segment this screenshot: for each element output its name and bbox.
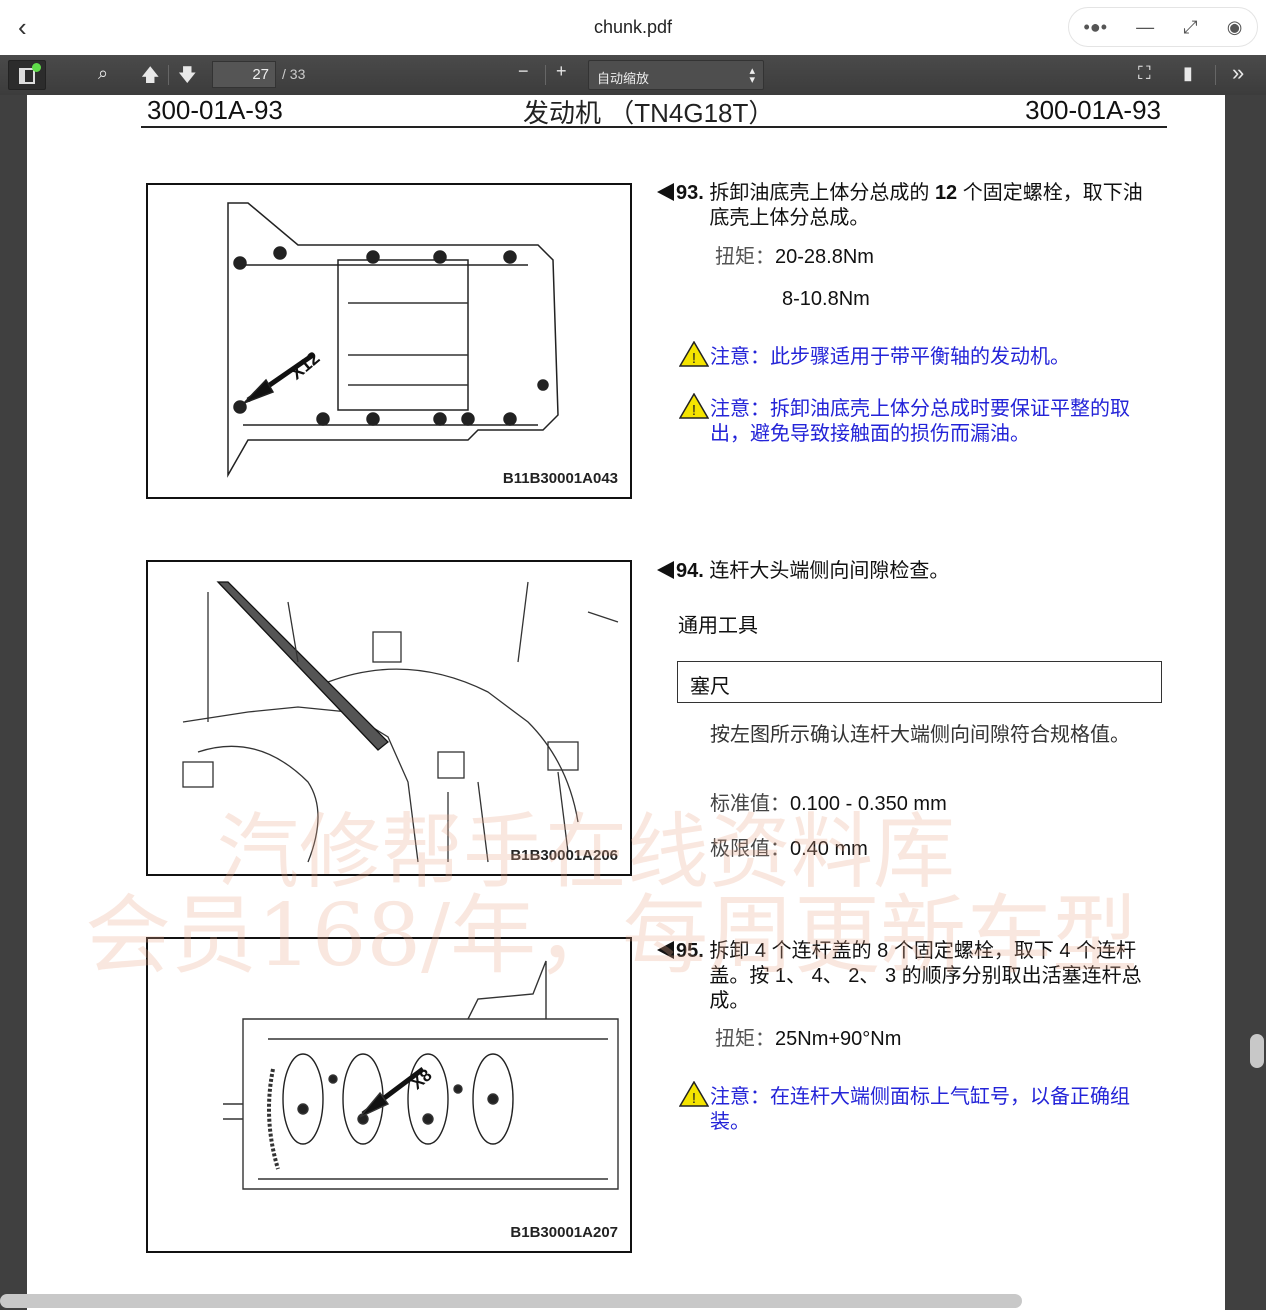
note: ! 注意：拆卸油底壳上体分总成时要保证平整的取出，避免导致接触面的损伤而漏油。 bbox=[679, 393, 1159, 447]
step-text: 连杆大头端侧向间隙检查。 bbox=[709, 560, 950, 582]
more-icon[interactable]: •●• bbox=[1083, 16, 1108, 37]
torque-label: 扭矩： bbox=[715, 1028, 775, 1050]
bookmark-icon[interactable]: ▮ bbox=[1183, 63, 1193, 83]
step-93: 93. 拆卸油底壳上体分总成的 12 个固定螺栓，取下油底壳上体分总成。 bbox=[657, 181, 1167, 231]
figure-feeler-gauge: B1B30001A206 bbox=[146, 560, 632, 876]
page-number-input[interactable]: 27 bbox=[212, 61, 276, 88]
figure-oil-pan: X12 B11B30001A043 bbox=[146, 183, 632, 499]
step-text: 拆卸 4 个连杆盖的 8 个固定螺栓，取下 4 个连杆盖。按 1、 4、 2、 … bbox=[709, 940, 1142, 1012]
title-bar: ‹ chunk.pdf •●• — ⤢ ◉ bbox=[0, 0, 1266, 55]
window-title: chunk.pdf bbox=[593, 17, 673, 37]
step-number: 93. bbox=[676, 182, 704, 204]
connecting-rod-drawing bbox=[182, 581, 619, 863]
step-text: 个固定螺栓，取下油底壳上体分总成。 bbox=[709, 182, 1143, 229]
note-text: 此步骤适用于带平衡轴的发动机。 bbox=[770, 346, 1070, 368]
note: ! 注意：此步骤适用于带平衡轴的发动机。 bbox=[679, 341, 1179, 370]
previous-page-icon[interactable]: 🡅 bbox=[141, 65, 160, 85]
step-text: 拆卸油底壳上体分总成的 bbox=[709, 182, 930, 204]
next-page-icon[interactable]: 🡇 bbox=[178, 65, 197, 85]
note-text: 拆卸油底壳上体分总成时要保证平整的取出，避免导致接触面的损伤而漏油。 bbox=[710, 398, 1130, 445]
zoom-select[interactable]: 自动缩放 ▴▾ bbox=[588, 60, 764, 90]
sidebar-icon bbox=[19, 68, 35, 84]
zoom-select-value: 自动缩放 bbox=[597, 71, 650, 86]
notification-dot bbox=[32, 63, 41, 72]
limit-label: 极限值： bbox=[710, 838, 790, 860]
step-95: 95. 拆卸 4 个连杆盖的 8 个固定螺栓，取下 4 个连杆盖。按 1、 4、… bbox=[657, 939, 1167, 1014]
search-icon[interactable]: ⌕ bbox=[98, 63, 109, 83]
step-number: 95. bbox=[676, 940, 704, 962]
pdf-page: 300-01A-93 发动机 （TN4G18T） 300-01A-93 X12 … bbox=[27, 95, 1225, 1310]
bolt-count: 12 bbox=[934, 182, 958, 204]
header-left: 300-01A-93 bbox=[147, 95, 283, 125]
standard-value: 0.100 - 0.350 mm bbox=[790, 793, 947, 815]
torque-label: 扭矩： bbox=[715, 246, 775, 268]
document-viewer: 300-01A-93 发动机 （TN4G18T） 300-01A-93 X12 … bbox=[0, 95, 1266, 1310]
standard-value-row: 标准值：0.100 - 0.350 mm bbox=[710, 792, 947, 817]
torque-value-2: 8-10.8Nm bbox=[782, 288, 870, 310]
tool-box: 塞尺 bbox=[677, 661, 1162, 703]
pdf-toolbar: ⌕ 🡅 🡇 27 / 33 − + 自动缩放 ▴▾ ⛶ ▮ » bbox=[0, 55, 1266, 95]
back-button[interactable]: ‹ bbox=[18, 12, 27, 42]
torque-value: 20-28.8Nm bbox=[775, 246, 874, 268]
more-tools-icon[interactable]: » bbox=[1232, 60, 1245, 85]
sidebar-toggle-button[interactable] bbox=[8, 60, 46, 90]
minimize-icon[interactable]: — bbox=[1136, 16, 1155, 37]
zoom-in-button[interactable]: + bbox=[556, 61, 567, 81]
window-controls: •●• — ⤢ ◉ bbox=[1068, 7, 1258, 47]
figure-id: B1B30001A207 bbox=[510, 1224, 618, 1241]
divider bbox=[1215, 65, 1216, 85]
tools-heading: 通用工具 bbox=[678, 615, 758, 637]
figure-crankshaft: X8 B1B30001A207 bbox=[146, 937, 632, 1253]
warning-icon: ! bbox=[679, 1081, 709, 1107]
figure-id: B1B30001A206 bbox=[510, 847, 618, 864]
note-label: 注意： bbox=[710, 346, 770, 368]
header-right: 300-01A-93 bbox=[1025, 95, 1161, 125]
figure-label: X12 bbox=[286, 348, 323, 384]
step-arrow-icon bbox=[657, 561, 674, 579]
step-arrow-icon bbox=[657, 941, 674, 959]
note-text: 在连杆大端侧面标上气缸号，以备正确组装。 bbox=[710, 1086, 1130, 1133]
svg-text:!: ! bbox=[692, 350, 696, 367]
divider bbox=[168, 65, 169, 85]
step-description: 按左图所示确认连杆大端侧向间隙符合规格值。 bbox=[710, 724, 1130, 746]
step-arrow-icon bbox=[657, 183, 674, 201]
torque-row: 扭矩：25Nm+90°Nm bbox=[715, 1027, 901, 1052]
warning-icon: ! bbox=[679, 341, 709, 367]
figure-id: B11B30001A043 bbox=[502, 470, 618, 487]
zoom-out-button[interactable]: − bbox=[518, 61, 529, 81]
note: ! 注意：在连杆大端侧面标上气缸号，以备正确组装。 bbox=[679, 1081, 1159, 1135]
header-center: 发动机 （TN4G18T） bbox=[523, 98, 775, 128]
divider bbox=[545, 65, 546, 85]
vertical-scrollbar[interactable] bbox=[1250, 1034, 1264, 1068]
oil-pan-drawing: X12 bbox=[227, 202, 559, 478]
standard-label: 标准值： bbox=[710, 793, 790, 815]
restore-icon[interactable]: ⤢ bbox=[1183, 16, 1198, 37]
limit-value-row: 极限值：0.40 mm bbox=[710, 837, 868, 862]
svg-text:!: ! bbox=[692, 402, 696, 419]
warning-icon: ! bbox=[679, 393, 709, 419]
engine-block-drawing: X8 bbox=[223, 960, 619, 1190]
torque-value: 25Nm+90°Nm bbox=[775, 1028, 902, 1050]
horizontal-scrollbar[interactable] bbox=[0, 1294, 1022, 1308]
note-label: 注意： bbox=[710, 1086, 770, 1108]
torque-row: 扭矩：20-28.8Nm bbox=[715, 245, 874, 270]
step-94: 94. 连杆大头端侧向间隙检查。 bbox=[657, 559, 1167, 584]
step-number: 94. bbox=[676, 560, 704, 582]
limit-value: 0.40 mm bbox=[790, 838, 868, 860]
figure-label: X8 bbox=[407, 1065, 435, 1093]
page-total: / 33 bbox=[282, 66, 306, 82]
svg-text:!: ! bbox=[692, 1090, 696, 1107]
note-label: 注意： bbox=[710, 398, 770, 420]
select-arrows-icon: ▴▾ bbox=[749, 65, 755, 86]
fullscreen-icon[interactable]: ⛶ bbox=[1138, 63, 1151, 83]
page-header: 300-01A-93 发动机 （TN4G18T） 300-01A-93 bbox=[141, 95, 1167, 128]
close-target-icon[interactable]: ◉ bbox=[1226, 16, 1243, 37]
